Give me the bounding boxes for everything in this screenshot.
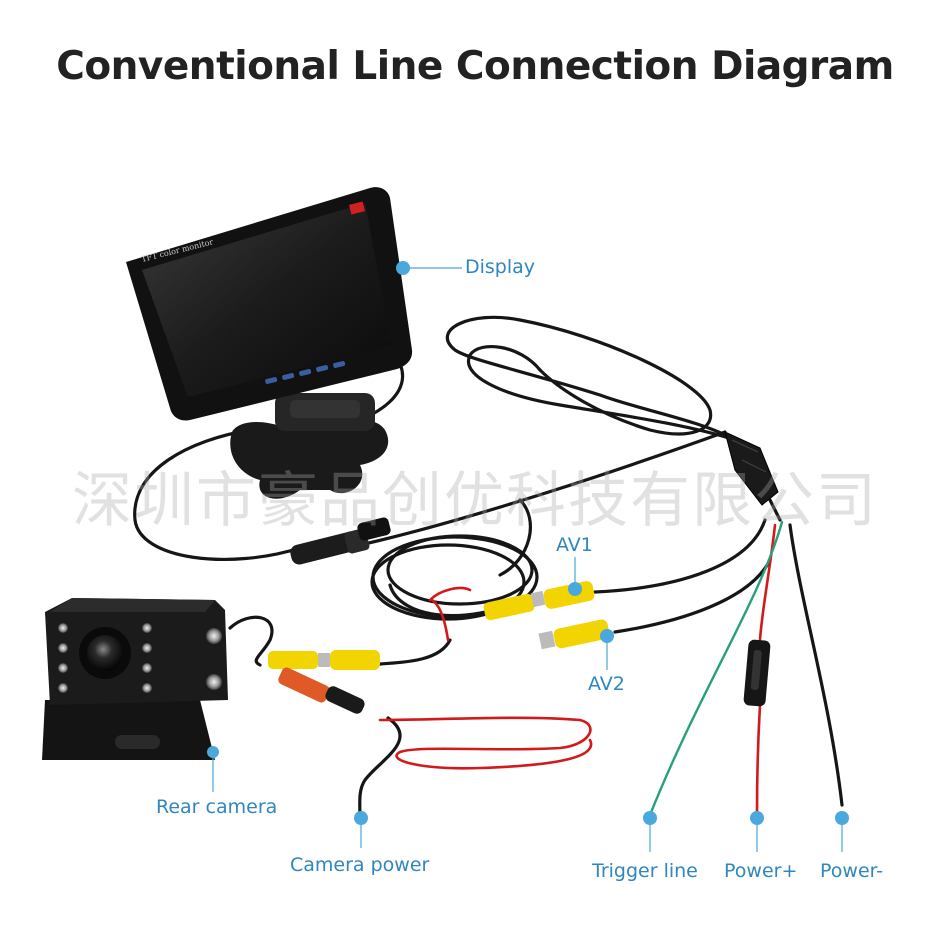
callout-dot-power-minus (835, 811, 849, 825)
callout-dot-display (396, 261, 410, 275)
label-av1: AV1 (556, 534, 593, 556)
fuse-holder (743, 639, 771, 707)
callouts (207, 261, 849, 852)
barrel-connector (290, 517, 391, 565)
diagram-title: Conventional Line Connection Diagram (56, 44, 894, 89)
rca-plugs (268, 581, 610, 714)
label-camera-power: Camera power (290, 854, 430, 876)
label-av2: AV2 (588, 673, 625, 695)
callout-dot-rear-camera (207, 746, 219, 758)
cable-junction (724, 431, 779, 506)
callout-dot-power-plus (750, 811, 764, 825)
monitor: TFT color monitor (126, 187, 413, 499)
label-rear-camera: Rear camera (156, 796, 278, 818)
callout-dot-av2 (600, 629, 614, 643)
trigger-wire (648, 520, 784, 817)
callout-dot-trigger-line (643, 811, 657, 825)
label-display: Display (465, 256, 536, 278)
red-wires (378, 523, 777, 814)
label-power-minus: Power- (820, 860, 884, 882)
rear-camera (42, 598, 228, 760)
label-trigger-line: Trigger line (592, 860, 698, 882)
callout-dot-av1 (568, 582, 582, 596)
callout-dot-camera-power (354, 811, 368, 825)
label-power-plus: Power+ (724, 860, 798, 882)
